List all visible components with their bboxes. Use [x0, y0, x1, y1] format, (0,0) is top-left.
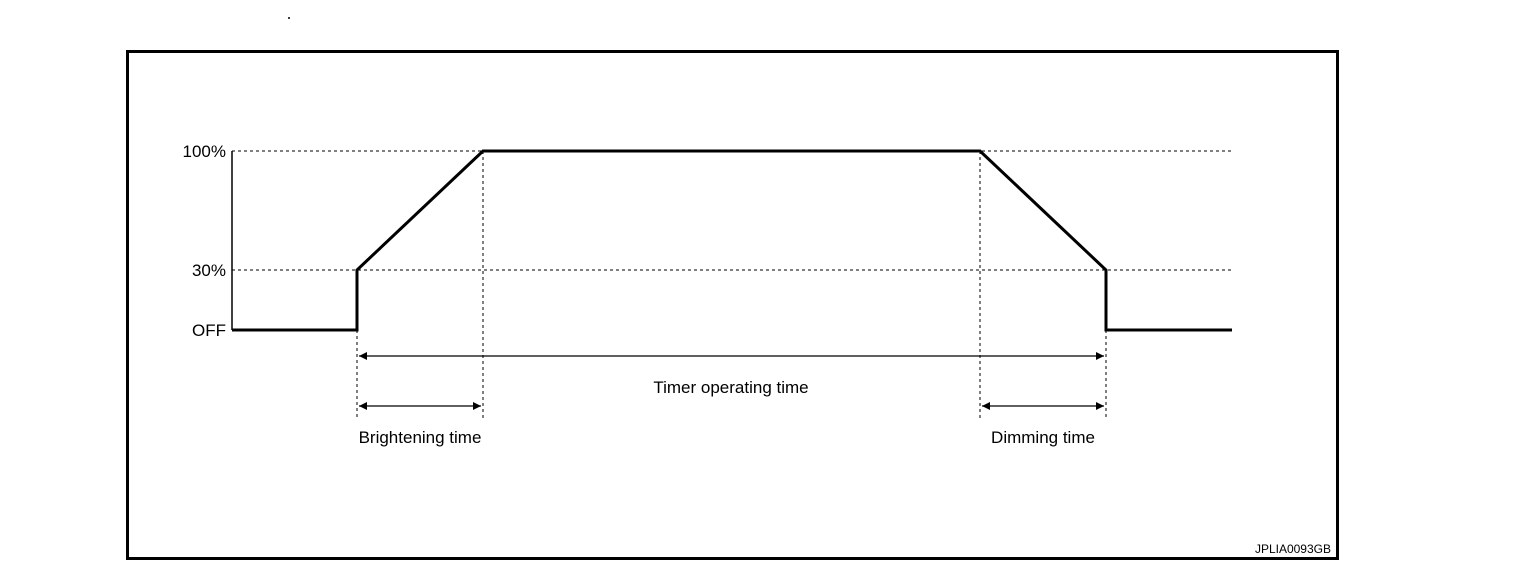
stray-dot [288, 17, 290, 19]
timer-span-label: Timer operating time [653, 378, 808, 397]
figure-frame [126, 50, 1339, 560]
brightening-span-label: Brightening time [359, 428, 482, 447]
dimming-span-label: Dimming time [991, 428, 1095, 447]
brightness-waveform [232, 149, 1232, 332]
level-label-30: 30% [192, 261, 226, 280]
figure-code: JPLIA0093GB [1255, 542, 1331, 556]
level-label-100: 100% [183, 142, 226, 161]
level-label-off: OFF [192, 321, 226, 340]
